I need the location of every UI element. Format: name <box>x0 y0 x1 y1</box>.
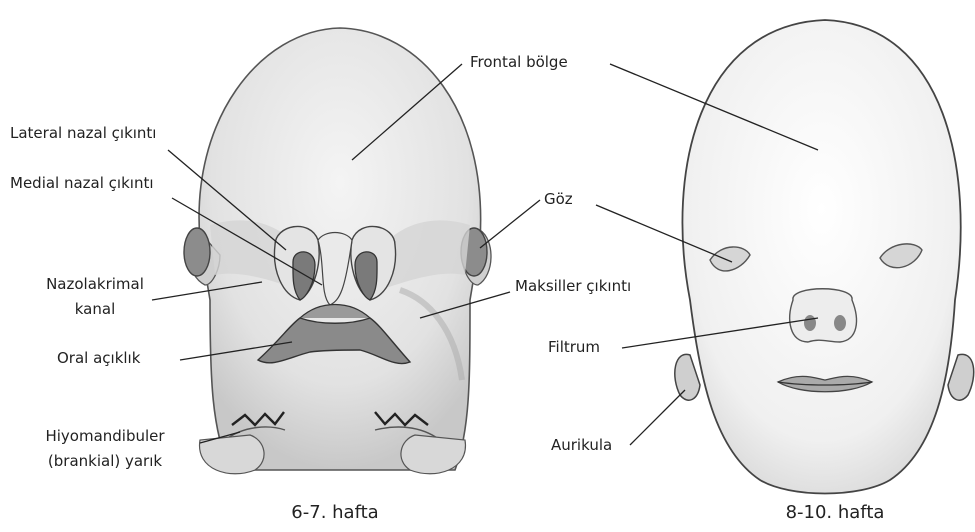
label-hiyomandibuler-2: (brankial) yarık <box>10 452 200 471</box>
label-hiyomandibuler-1: Hiyomandibuler <box>10 427 200 446</box>
label-nazolakrimal-2: kanal <box>30 300 160 319</box>
leader-goz-left <box>480 200 540 248</box>
right-ear-r <box>948 354 974 400</box>
label-lateral-nazal: Lateral nazal çıkıntı <box>10 124 156 143</box>
label-maksiller: Maksiller çıkıntı <box>515 277 631 296</box>
leader-aurikula <box>630 390 685 445</box>
left-eye-l <box>184 228 210 276</box>
embryo-6-7-week <box>184 28 491 474</box>
label-oral: Oral açıklık <box>57 349 140 368</box>
label-nazolakrimal-1: Nazolakrimal <box>30 275 160 294</box>
right-nostril-r <box>834 315 846 331</box>
caption-8-10-hafta: 8-10. hafta <box>760 503 910 522</box>
label-goz: Göz <box>544 190 573 209</box>
right-nostril-l <box>804 315 816 331</box>
label-aurikula: Aurikula <box>551 436 612 455</box>
label-filtrum: Filtrum <box>548 338 600 357</box>
right-ear-l <box>675 354 700 400</box>
label-frontal: Frontal bölge <box>470 53 568 72</box>
right-nose <box>790 289 857 342</box>
label-medial-nazal: Medial nazal çıkıntı <box>10 174 154 193</box>
caption-6-7-hafta: 6-7. hafta <box>260 503 410 522</box>
